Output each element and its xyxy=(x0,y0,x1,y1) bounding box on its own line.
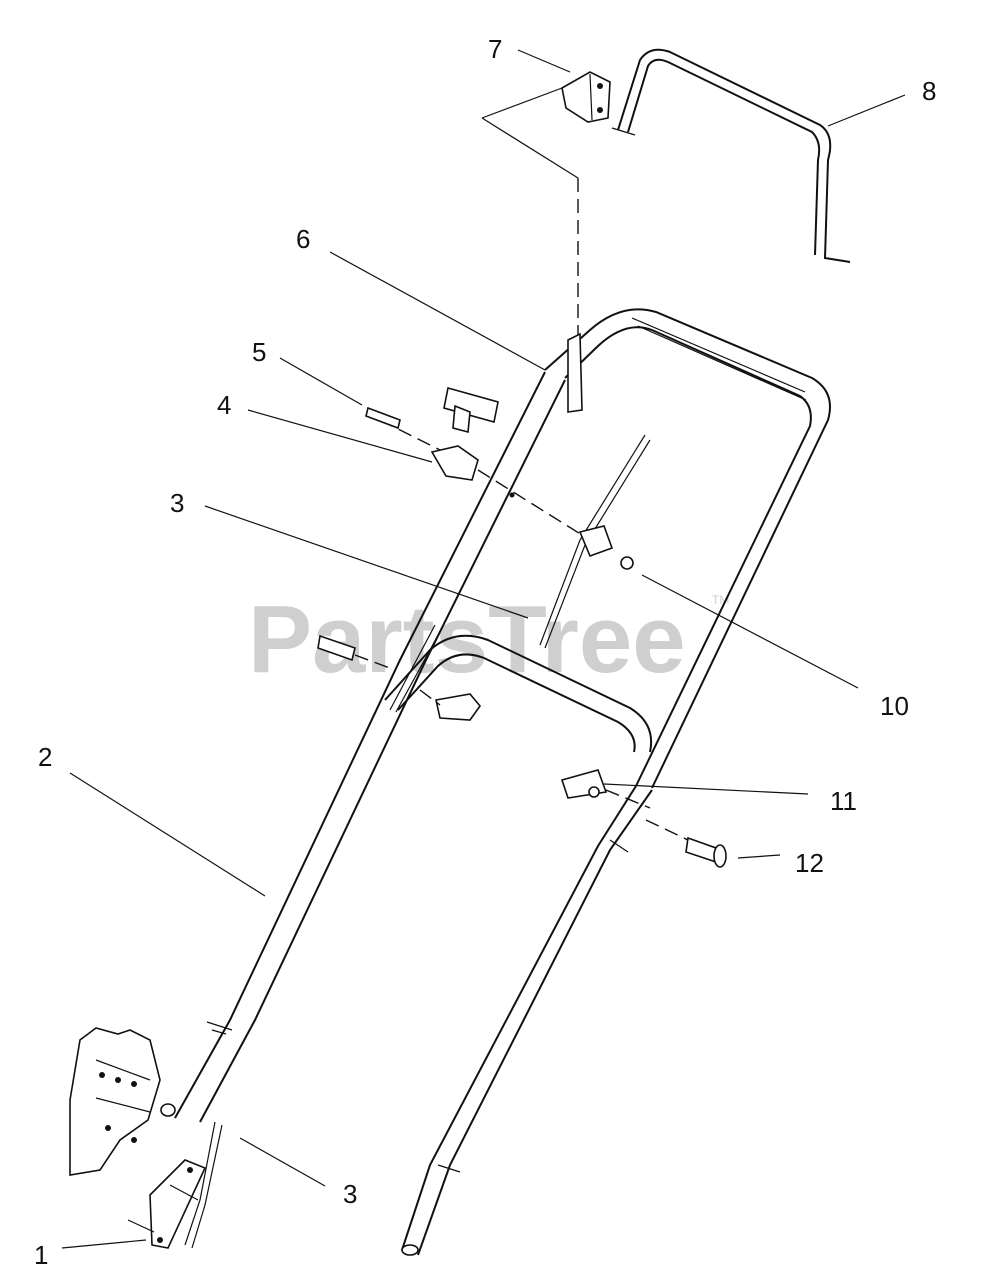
callout-11: 11 xyxy=(830,786,857,816)
bracket xyxy=(481,71,611,413)
deck-bracket xyxy=(69,1027,161,1176)
leader-lines xyxy=(61,49,906,1249)
upper-handle xyxy=(544,308,831,789)
callout-4: 4 xyxy=(217,390,231,420)
control-knob xyxy=(365,386,634,570)
callout-3-lower: 3 xyxy=(343,1179,357,1209)
lower-handle xyxy=(160,371,653,1256)
callout-12: 12 xyxy=(795,848,824,878)
callout-7: 7 xyxy=(488,34,502,64)
callout-8: 8 xyxy=(922,76,936,106)
callout-10: 10 xyxy=(880,691,909,721)
control-cable xyxy=(184,434,651,1249)
crossbar-fittings xyxy=(317,634,727,868)
safety-switch xyxy=(127,1159,207,1249)
callout-5: 5 xyxy=(252,337,266,367)
callout-6: 6 xyxy=(296,224,310,254)
watermark: PartsTree xyxy=(248,586,686,693)
callout-3-upper: 3 xyxy=(170,488,184,518)
callout-1: 1 xyxy=(34,1240,48,1270)
bail-bar xyxy=(611,48,851,263)
callouts: 7 8 6 5 4 3 10 2 11 12 3 1 xyxy=(34,34,936,1270)
callout-2: 2 xyxy=(38,742,52,772)
